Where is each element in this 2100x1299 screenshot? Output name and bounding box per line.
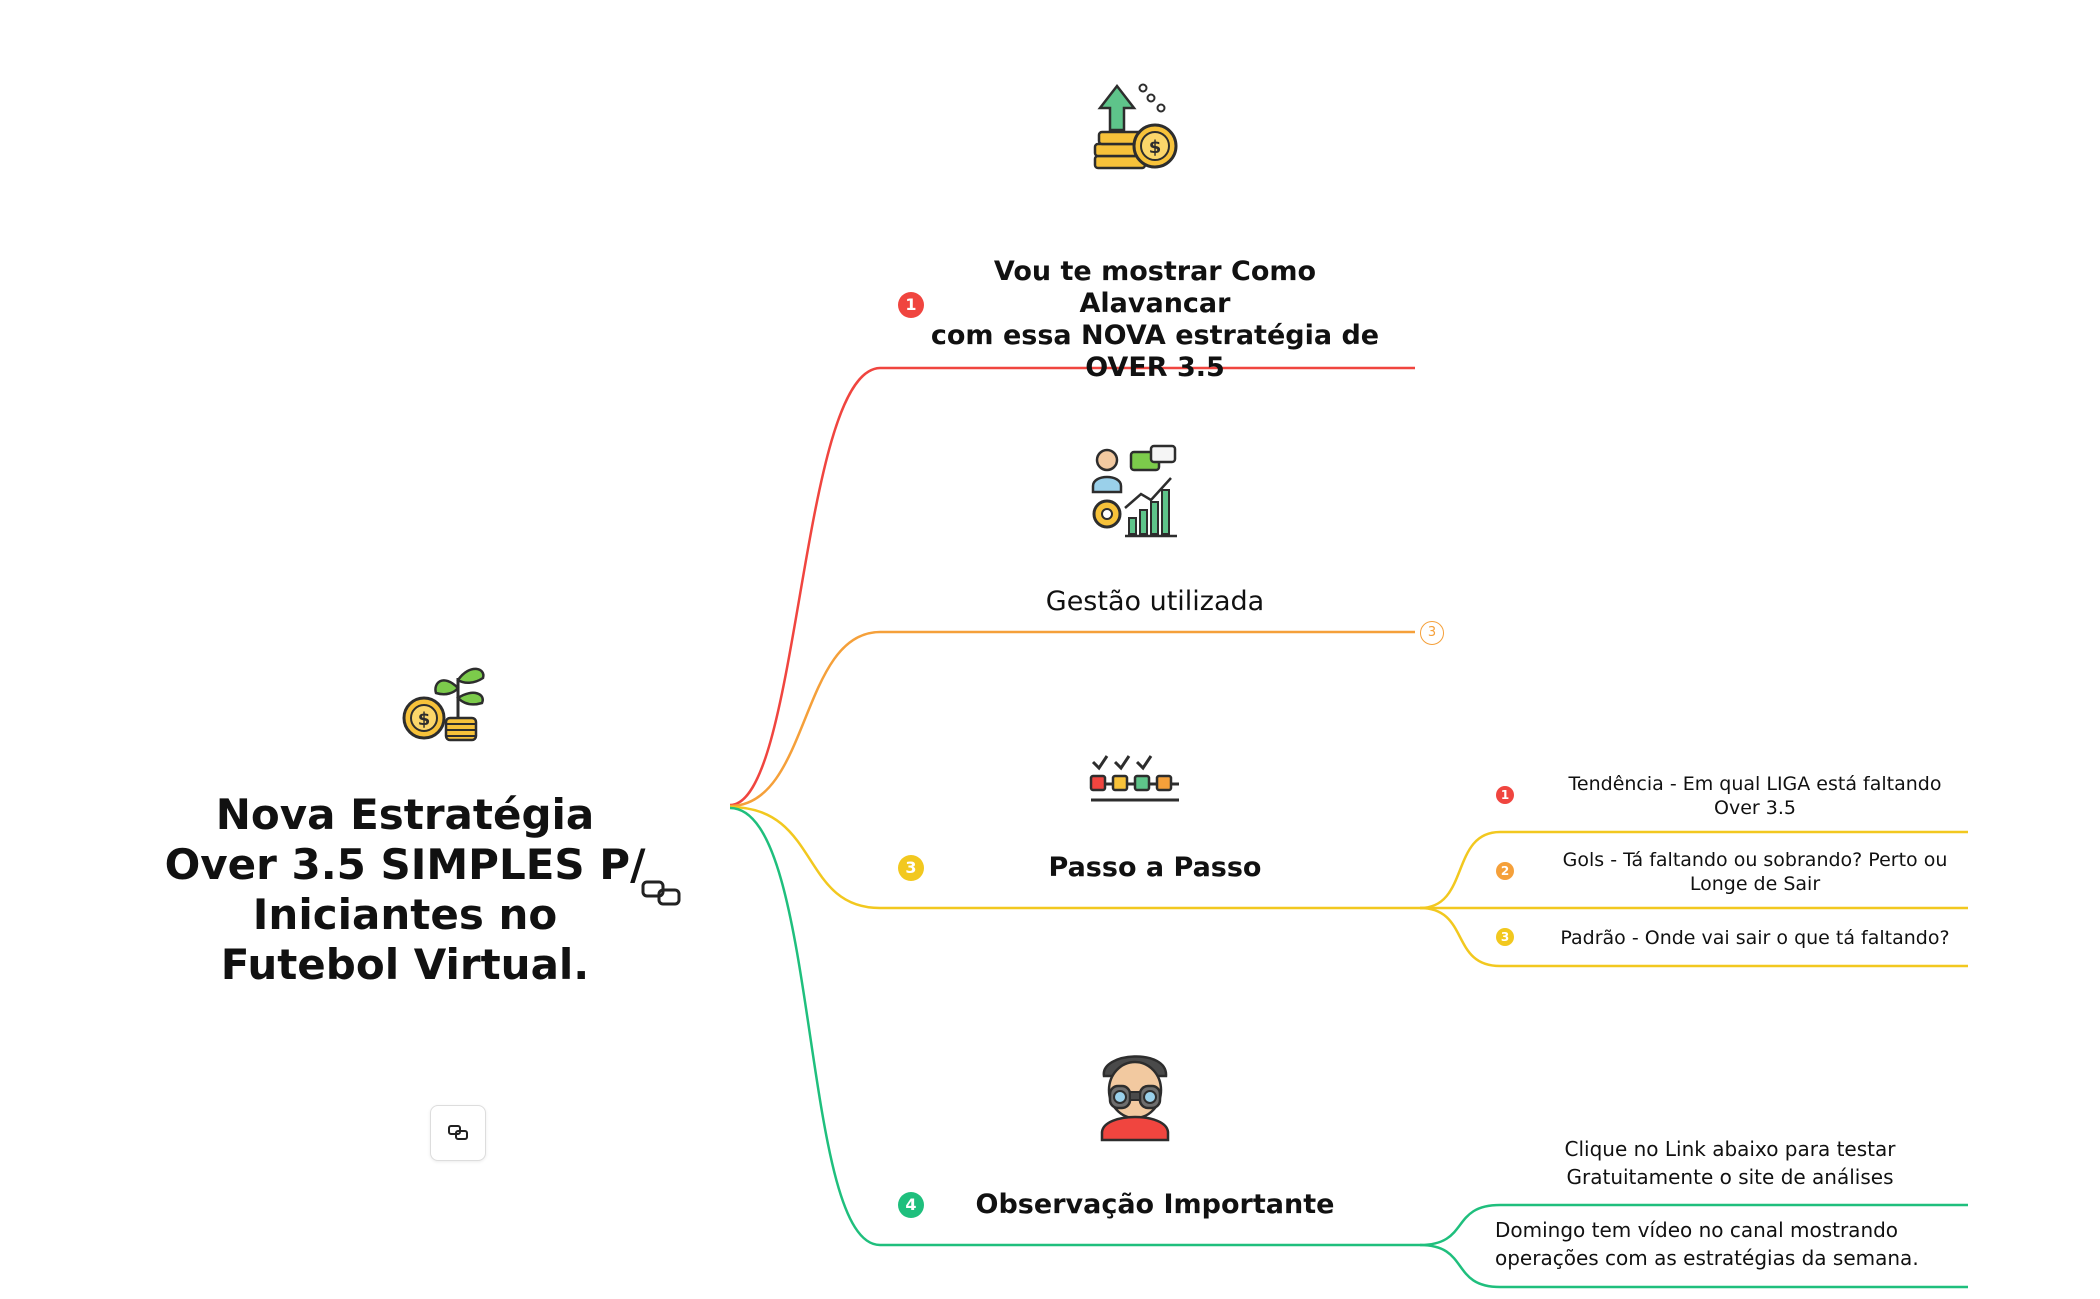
step-2-line: Longe de Sair — [1689, 873, 1821, 895]
money-growth-icon: $ — [1093, 83, 1178, 170]
step-1-line: Over 3.5 — [1714, 797, 1796, 819]
branch-4-icon — [1090, 1042, 1180, 1142]
step-2-text[interactable]: Gols - Tá faltando ou sobrando? Perto ou… — [1530, 848, 1980, 896]
svg-text:$: $ — [418, 709, 431, 730]
branch-1-title-line: Vou te mostrar Como Alavancar — [993, 256, 1317, 319]
obs-1-line: Gratuitamente o site de análises — [1566, 1165, 1894, 1189]
connector-branch-4 — [729, 806, 1420, 1247]
branch-3-icon — [1085, 748, 1185, 818]
connector-obs-2 — [1419, 1243, 1968, 1289]
root-title-line: Iniciantes no — [252, 890, 558, 939]
step-2-line: Gols - Tá faltando ou sobrando? Perto ou — [1562, 849, 1948, 871]
branch-1-title[interactable]: Vou te mostrar Como Alavancar com essa N… — [930, 256, 1380, 384]
branch-2-title[interactable]: Gestão utilizada — [1045, 586, 1265, 617]
branch-2-icon — [1085, 442, 1185, 542]
branch-1-title-line: OVER 3.5 — [1085, 352, 1225, 383]
checklist-steps-icon — [1089, 755, 1179, 802]
connector-step-3 — [1419, 906, 1968, 968]
branch-3-number-badge: 3 — [898, 855, 924, 881]
step-3-number-badge: 3 — [1496, 928, 1514, 946]
connector-branch-3 — [729, 805, 1420, 910]
root-title[interactable]: Nova Estratégia Over 3.5 SIMPLES P/ Inic… — [160, 790, 650, 990]
connector-obs-1 — [1419, 1203, 1968, 1247]
root-title-line: Futebol Virtual. — [220, 940, 590, 989]
branch-3-title[interactable]: Passo a Passo — [1048, 852, 1262, 883]
root-title-line: Nova Estratégia — [215, 790, 595, 839]
analyst-chart-icon — [1091, 444, 1177, 538]
step-3-text[interactable]: Padrão - Onde vai sair o que tá faltando… — [1530, 926, 1980, 950]
svg-text:$: $ — [1149, 137, 1162, 158]
branch-1-title-line: com essa NOVA estratégia de — [930, 320, 1380, 351]
link-icon[interactable] — [640, 878, 682, 912]
collapsed-count-badge[interactable]: 3 — [1420, 621, 1444, 645]
obs-2-line: operações com as estratégias da semana. — [1495, 1246, 1919, 1270]
step-1-text[interactable]: Tendência - Em qual LIGA está faltando O… — [1530, 772, 1980, 820]
obs-2-line: Domingo tem vídeo no canal mostrando — [1495, 1218, 1899, 1242]
branch-1-number-badge: 1 — [898, 292, 924, 318]
small-link-icon — [448, 1125, 468, 1140]
obs-2-text[interactable]: Domingo tem vídeo no canal mostrando ope… — [1495, 1216, 1965, 1272]
step-1-number-badge: 1 — [1496, 786, 1514, 804]
branch-4-number-badge: 4 — [898, 1192, 924, 1218]
branch-4-title[interactable]: Observação Importante — [975, 1189, 1335, 1220]
connector-step-1 — [1419, 830, 1968, 910]
obs-1-text[interactable]: Clique no Link abaixo para testar Gratui… — [1500, 1135, 1960, 1191]
connector-branch-1 — [729, 366, 1415, 807]
binoculars-man-icon — [1100, 1055, 1170, 1142]
step-2-number-badge: 2 — [1496, 862, 1514, 880]
root-icon: $ — [398, 648, 494, 744]
step-3-line: Padrão - Onde vai sair o que tá faltando… — [1560, 927, 1950, 949]
branch-1-icon: $ — [1085, 78, 1185, 178]
obs-1-line: Clique no Link abaixo para testar — [1564, 1137, 1896, 1161]
plant-coins-icon: $ — [402, 667, 485, 742]
step-1-line: Tendência - Em qual LIGA está faltando — [1568, 773, 1942, 795]
root-title-line: Over 3.5 SIMPLES P/ — [164, 840, 646, 889]
connector-branch-2 — [729, 630, 1415, 808]
link-box-button[interactable] — [430, 1105, 486, 1161]
